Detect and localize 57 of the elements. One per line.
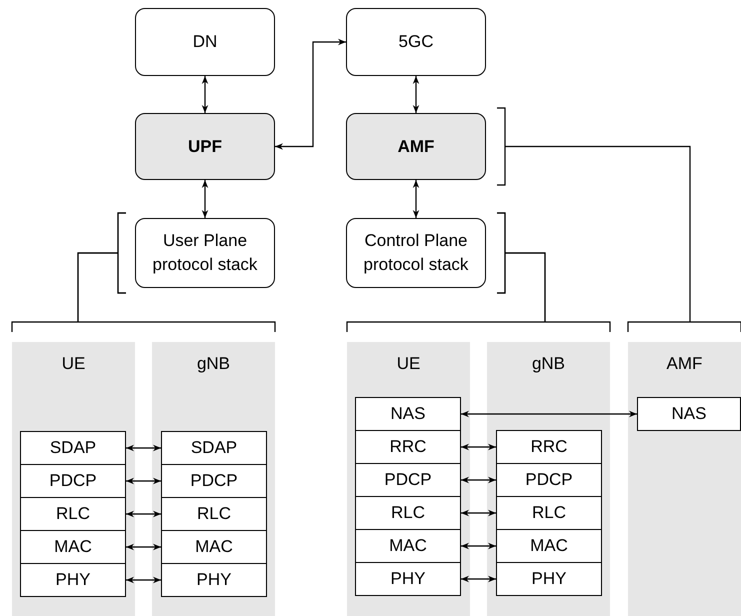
function-box: AMF — [346, 113, 486, 180]
double-arrow — [412, 76, 420, 113]
protocol-layer: RLC — [20, 497, 126, 531]
double-arrow — [461, 510, 496, 516]
protocol-layer: RLC — [496, 496, 602, 530]
bracket-connector — [496, 107, 741, 333]
function-box: UPF — [135, 113, 275, 180]
protocol-layer: PDCP — [496, 463, 602, 497]
double-arrow — [126, 544, 161, 550]
bracket-connector — [77, 212, 276, 333]
double-arrow — [461, 476, 496, 484]
protocol-layer: RLC — [161, 497, 267, 531]
double-arrow — [126, 478, 161, 484]
double-arrow — [412, 180, 420, 218]
protocol-layer: PHY — [161, 563, 267, 597]
protocol-layer: PDCP — [161, 464, 267, 498]
protocol-layer: PHY — [496, 562, 602, 596]
column-title: gNB — [196, 353, 232, 375]
stack-column — [152, 342, 275, 616]
protocol-layer: NAS — [355, 397, 461, 431]
rounded-box: User Plane protocol stack — [135, 218, 275, 288]
stack-column — [487, 342, 610, 616]
protocol-layer: RRC — [355, 430, 461, 464]
protocol-layer: NAS — [637, 397, 741, 431]
bracket-connector — [496, 212, 611, 333]
double-arrow — [461, 444, 496, 450]
column-title: gNB — [530, 353, 566, 375]
double-arrow — [461, 410, 637, 418]
double-arrow — [126, 444, 161, 452]
double-arrow — [275, 38, 346, 150]
protocol-layer: PHY — [20, 563, 126, 597]
rounded-box: Control Plane protocol stack — [346, 218, 486, 288]
rounded-box: DN — [135, 8, 275, 76]
stack-column — [628, 342, 741, 616]
protocol-layer: MAC — [20, 530, 126, 564]
protocol-layer: MAC — [161, 530, 267, 564]
double-arrow — [202, 76, 208, 113]
rounded-box: 5GC — [346, 8, 486, 76]
protocol-layer: MAC — [496, 529, 602, 563]
stack-column — [347, 342, 470, 616]
protocol-layer: SDAP — [20, 431, 126, 465]
protocol-layer: PDCP — [20, 464, 126, 498]
protocol-layer: RRC — [496, 430, 602, 464]
protocol-layer: SDAP — [161, 431, 267, 465]
stack-column — [12, 342, 135, 616]
protocol-layer: RLC — [355, 496, 461, 530]
double-arrow — [461, 542, 496, 550]
protocol-layer: PDCP — [355, 463, 461, 497]
column-title: UE — [396, 353, 422, 375]
double-arrow — [202, 180, 208, 218]
protocol-layer: MAC — [355, 529, 461, 563]
double-arrow — [126, 510, 161, 518]
column-title: UE — [60, 353, 86, 375]
column-title: AMF — [666, 353, 704, 375]
double-arrow — [126, 576, 161, 584]
protocol-layer: PHY — [355, 562, 461, 596]
double-arrow — [461, 576, 496, 582]
